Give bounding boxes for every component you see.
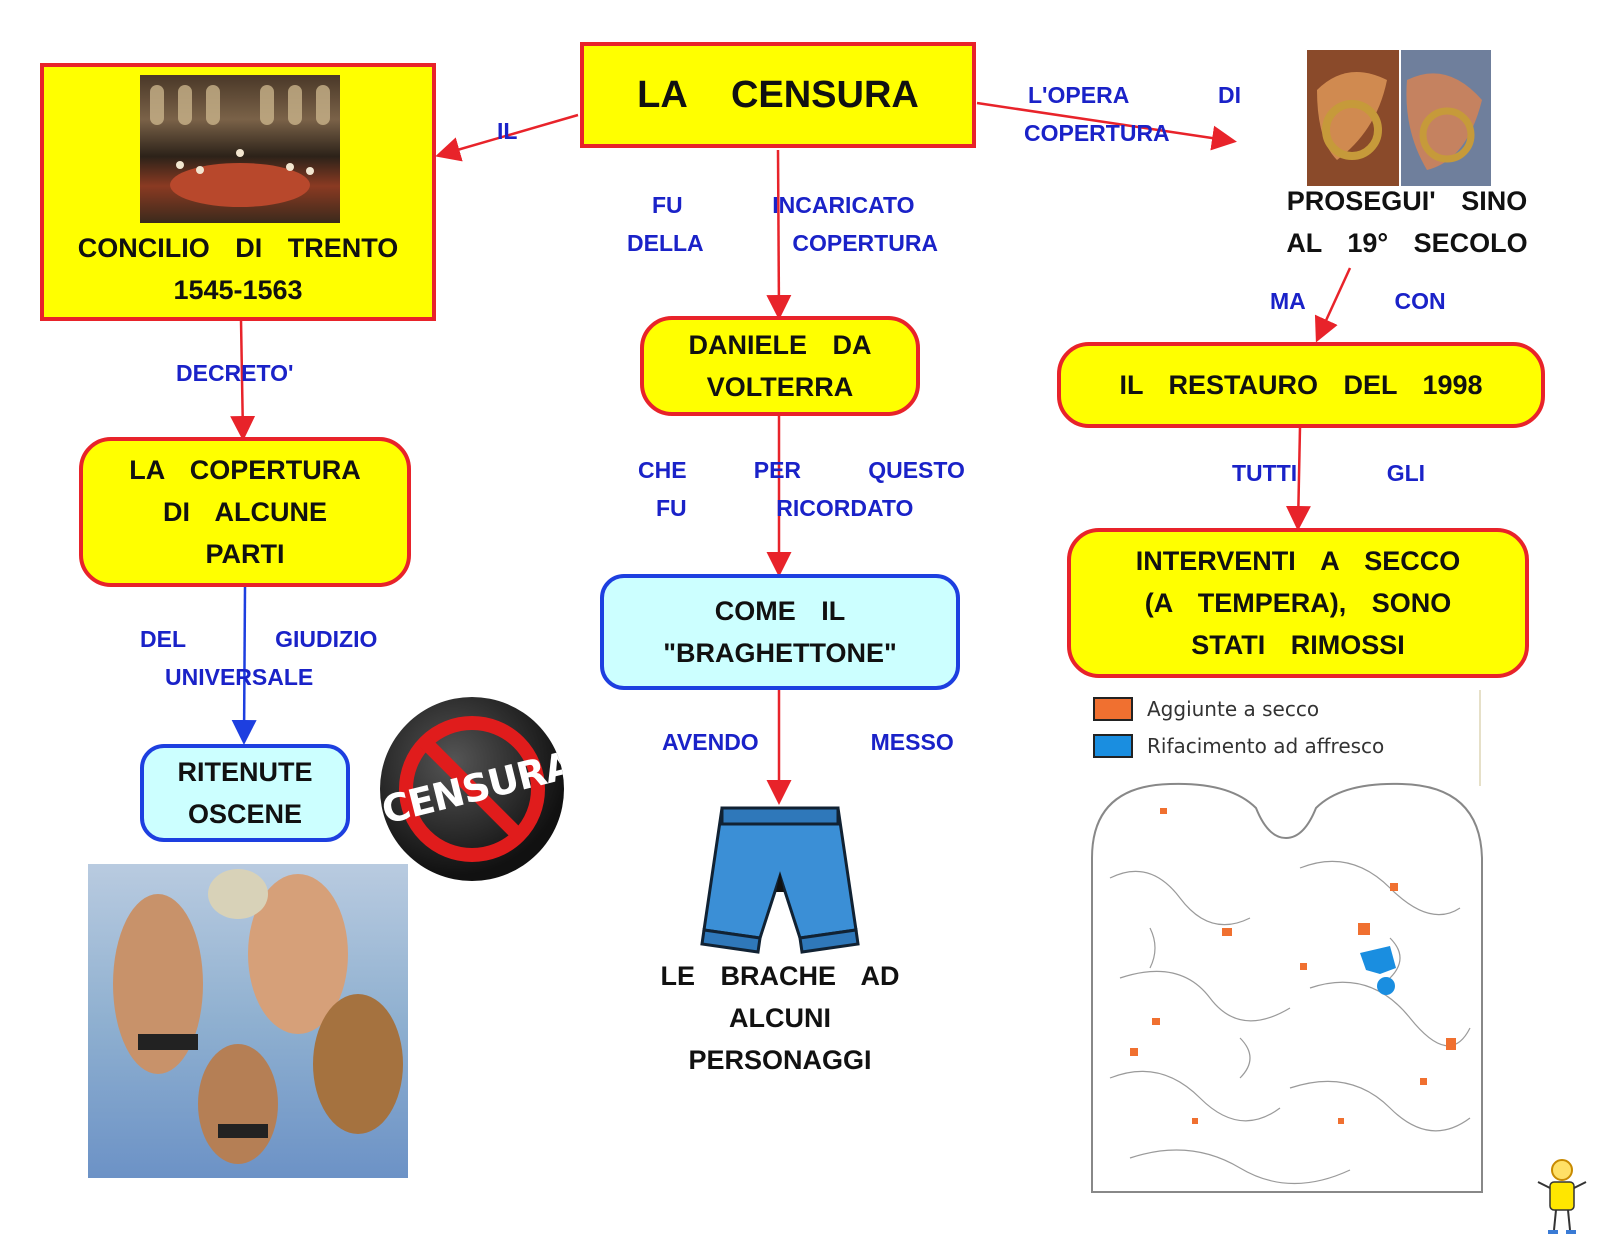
brache-line-2: ALCUNI [729,1003,831,1033]
legend-swatch-blue [1093,734,1133,758]
link-il: IL [497,118,518,144]
concilio-painting [140,75,340,223]
brache-line-3: PERSONAGGI [688,1045,872,1075]
braghettone-line-1: COME IL [714,596,846,626]
copertura-parti-box: LA COPERTURA DI ALCUNE PARTI [79,437,411,587]
link-ma-con: MA CON [1270,288,1446,314]
link-universale: UNIVERSALE [165,664,314,690]
legend-item-aggiunte: Aggiunte a secco [1093,697,1319,721]
interventi-line-3: STATI RIMOSSI [1191,630,1405,660]
interventi-line-2: (A TEMPERA), SONO [1144,588,1452,618]
link-fu-incaricato: FU INCARICATO [652,192,915,218]
link-opera-di: L'OPERA DI [1028,82,1242,108]
legend-label-aggiunte: Aggiunte a secco [1147,697,1320,721]
ritenute-line-2: OSCENE [187,799,303,829]
title-box: LA CENSURA [580,42,976,148]
link-fu-ricordato: FU RICORDATO [656,495,914,521]
legend-label-rifacimento: Rifacimento ad affresco [1147,734,1385,758]
interventi-box: INTERVENTI A SECCO (A TEMPERA), SONO STA… [1067,528,1529,678]
fresco-thumbnail [1307,50,1491,186]
concilio-name: CONCILIO DI TRENTO [77,233,399,263]
mascot-icon [1534,1158,1590,1238]
braghettone-box: COME IL "BRAGHETTONE" [600,574,960,690]
link-della-copertura: DELLA COPERTURA [627,230,939,256]
braghettone-line-2: "BRAGHETTONE" [663,638,897,668]
link-decreto: DECRETO' [176,360,294,386]
prosegui-line-1: PROSEGUI' SINO [1286,186,1528,216]
copertura-line-3: PARTI [205,539,285,569]
giudizio-fresco-detail [88,864,408,1178]
restauro-box: IL RESTAURO DEL 1998 [1057,342,1545,428]
daniele-box: DANIELE DA VOLTERRA [640,316,920,416]
copertura-line-1: LA COPERTURA [129,455,361,485]
legend-divider [1479,690,1481,786]
prosegui-text: PROSEGUI' SINO AL 19° SECOLO [1262,180,1552,264]
restauro-line-1: IL RESTAURO DEL 1998 [1119,370,1483,400]
legend-item-rifacimento: Rifacimento ad affresco [1093,734,1384,758]
concilio-years: 1545-1563 [173,275,303,305]
copertura-line-2: DI ALCUNE [163,497,327,527]
link-tutti-gli: TUTTI GLI [1232,460,1426,486]
link-che-per-questo: CHE PER QUESTO [638,457,965,483]
legend-swatch-orange [1093,697,1133,721]
link-del-giudizio: DEL GIUDIZIO [140,626,378,652]
restoration-map [1090,778,1484,1194]
ritenute-box: RITENUTE OSCENE [140,744,350,842]
brache-text: LE BRACHE AD ALCUNI PERSONAGGI [630,955,930,1081]
link-copertura: COPERTURA [1024,120,1170,146]
brache-line-1: LE BRACHE AD [660,961,900,991]
ritenute-line-1: RITENUTE [177,757,313,787]
daniele-line-2: VOLTERRA [706,372,854,402]
shorts-icon [700,802,860,962]
interventi-line-1: INTERVENTI A SECCO [1135,546,1461,576]
concilio-box: CONCILIO DI TRENTO 1545-1563 [40,63,436,321]
daniele-line-1: DANIELE DA [688,330,872,360]
prosegui-line-2: AL 19° SECOLO [1286,228,1528,258]
page-title: LA CENSURA [637,74,919,116]
link-avendo-messo: AVENDO MESSO [662,729,954,755]
censura-badge: CENSURA [380,697,564,881]
